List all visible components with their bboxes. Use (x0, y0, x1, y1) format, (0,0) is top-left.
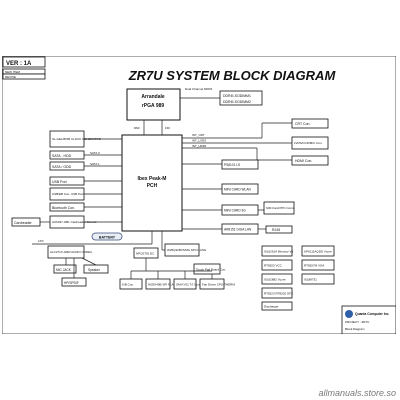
block-diagram-sheet: VER : 1A NEW ITEM REVISE ZR7U SYSTEM BLO… (1, 55, 397, 335)
cpu-block (126, 88, 181, 121)
ti-control: SM-KY01 T/I Control (176, 283, 204, 287)
mic-jack: MIC JACK (56, 268, 72, 272)
fan-driver: Fan Driver CPU-THERM (202, 283, 235, 287)
speaker: Speaker (88, 268, 101, 272)
wlan: MINI CARD WLAN (224, 188, 251, 192)
project-name: PROJECT : ZR7U (345, 320, 369, 324)
battery-pill (91, 232, 123, 241)
pwr-7: RT8223 RT8202 GFX (264, 292, 293, 296)
lan: AR8151 GIGA LAN (224, 228, 252, 232)
int-lvds-label: INT_LVDS (192, 139, 206, 143)
pch-block (121, 134, 183, 232)
ps8101-block (221, 159, 259, 170)
company-name: Quanta Computer Inc. (355, 312, 390, 316)
pwr-6: ISL88731 (304, 278, 317, 282)
pwr-5-block (261, 273, 293, 285)
memory-channel: Dual Channel DDR3 (185, 87, 213, 91)
pwr-4: RT8207M VGA (304, 264, 324, 268)
fdi-label: FDI (165, 126, 170, 130)
cardreader: Cardreader (14, 221, 33, 225)
cpu-name: Arrandale (141, 94, 165, 100)
touchpad: Touch Pad Board Con. (196, 268, 226, 272)
pwr-1: ISL6261A Memory Vtt (264, 250, 293, 254)
kb-con: K/B Con. (122, 283, 134, 287)
audio-codec: ALC271X-GRR AUDIO CODEC (50, 250, 93, 254)
ps8101: PS8101 LS (224, 163, 240, 167)
sata0-label: SATA 0 (90, 151, 100, 155)
pwr-3-block (261, 259, 293, 271)
pwr-5: ISL62882 Vcore (264, 278, 286, 282)
rev-item-2: REVISE (5, 75, 16, 79)
lvds-con: LVDS/CCD/MIC Con. (294, 141, 323, 145)
bluetooth: Bluetooth Con. (52, 206, 75, 210)
dmi-label: DMI (134, 126, 140, 130)
int-crt-label: INT_CRT (192, 133, 205, 137)
hdmi-con-block (291, 155, 329, 166)
pch-name: Ibex Peak-M (138, 176, 167, 182)
clock-gen: SL-GEL/8005 CLOCK GENERATOR (52, 137, 102, 141)
pwr-6-block (301, 273, 335, 285)
sodimm-1: DDRIII-SODIMM1 (223, 94, 251, 98)
touchpad-block (193, 263, 221, 275)
pwr-4-block (301, 259, 335, 271)
diagram-title: ZR7U SYSTEM BLOCK DIAGRAM (128, 68, 337, 83)
pwr-1-block (261, 245, 293, 257)
version-label: VER : 1A (6, 61, 32, 67)
cpu-package: rPGA 989 (142, 103, 165, 109)
version-box (2, 56, 46, 68)
cardreader-ctrl: AU6437-GBL Cardreader Control (52, 220, 97, 224)
spi-flash: W25Q32BVSSIG SPI FLASH (167, 248, 206, 252)
rev-item-1: NEW ITEM (5, 70, 20, 74)
sodimm-2: DDRIII-SODIMM2 (223, 100, 251, 104)
rj45: RJ45 (272, 228, 280, 232)
ec: NPCE791 EC (136, 252, 155, 256)
discharger: Discharger (264, 305, 279, 309)
mic-jack-block (53, 264, 77, 274)
sata-hdd: SATA - HDD (52, 154, 72, 158)
crt-con-block (291, 118, 329, 129)
pwr-7-block (261, 287, 293, 299)
pwr-3: RT8203 VCC (264, 264, 283, 268)
battery-label: BATTERY (99, 235, 116, 239)
hp-spdif: HP/SPDIF (64, 281, 79, 285)
3g-card: MINI CARD 3G (224, 209, 246, 213)
ec-flash: W25X40B SPI FLASH (148, 283, 178, 287)
company-logo (345, 310, 353, 318)
pch-sub: PCH (147, 183, 158, 189)
block-diagram-svg: VER : 1A NEW ITEM REVISE ZR7U SYSTEM BLO… (1, 55, 397, 335)
speaker-line (81, 257, 97, 266)
pwr-2-block (301, 245, 335, 257)
usb-eb: USB/EB Con. USB Port (52, 192, 84, 196)
watermark: allmanuals.store.so (318, 388, 396, 398)
rev-row-2 (2, 73, 46, 80)
sheet-name: Block Diagram (345, 327, 365, 331)
sata-odd: SATA / ODD (52, 165, 72, 169)
rj45-block (265, 225, 293, 234)
int-hdmi-label: INT_HDMI (192, 144, 206, 148)
crt-con: CRT Con. (295, 122, 310, 126)
sata1-label: SATA 1 (90, 162, 100, 166)
discharge-block (261, 301, 293, 311)
lpc-label: LPC (38, 239, 45, 243)
sim-card: SIM Card PPC Conn. (266, 206, 295, 210)
usb-port: USB Port (52, 180, 67, 184)
hdmi-con: HDMI Con. (295, 159, 312, 163)
pwr-2: UP6111AQDD Vcore (304, 250, 332, 254)
sim-block (263, 201, 295, 215)
